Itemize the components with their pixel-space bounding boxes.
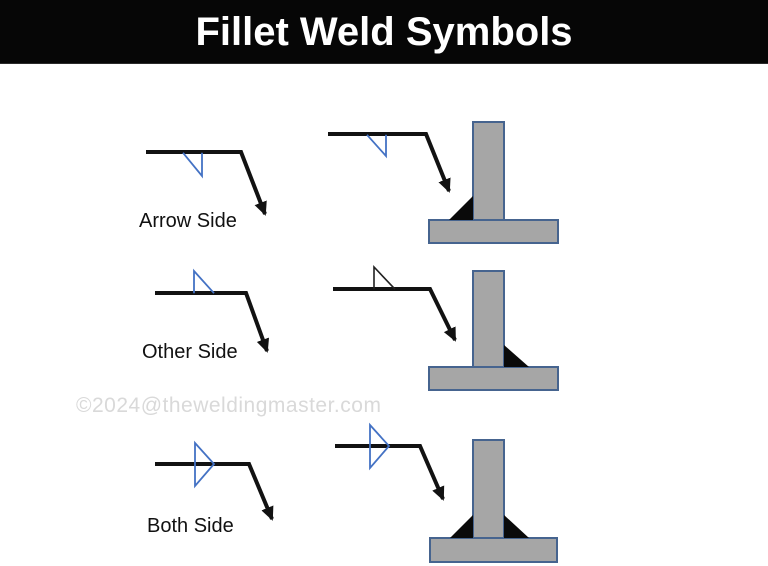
other-side-joint (333, 264, 559, 391)
reference-line-with-arrow (333, 287, 457, 342)
weld-bead-far-side (504, 515, 529, 538)
arrow-side-joint (328, 121, 559, 244)
reference-line-with-arrow (328, 132, 451, 193)
weld-bead-far-side (504, 345, 529, 367)
fillet-triangles-both-sides-icon (194, 440, 216, 489)
base-plate (429, 537, 558, 563)
reference-line-with-arrow (155, 291, 270, 353)
both-side-symbol (155, 440, 274, 521)
fillet-triangles-both-sides-icon (369, 422, 391, 471)
weld-bead-near-side (450, 515, 473, 538)
header-bar: Fillet Weld Symbols (0, 0, 768, 64)
vertical-plate (472, 270, 505, 369)
reference-line-with-arrow (155, 462, 274, 521)
fillet-triangle-above-line-icon (373, 264, 396, 290)
row-label-both-side: Both Side (147, 515, 234, 537)
weld-bead-near-side (449, 196, 473, 220)
arrow-side-symbol (146, 150, 267, 216)
vertical-plate (472, 121, 505, 222)
reference-line-with-arrow (146, 150, 267, 216)
row-label-other-side: Other Side (142, 341, 238, 363)
base-plate (428, 219, 559, 244)
base-plate (428, 366, 559, 391)
fillet-triangle-below-line-icon (182, 152, 203, 179)
other-side-symbol (155, 268, 270, 353)
both-side-joint (335, 422, 558, 563)
fillet-triangle-above-line-icon (193, 268, 215, 294)
watermark: ©2024@theweldingmaster.com (76, 394, 382, 417)
vertical-plate (472, 439, 505, 540)
fillet-triangle-below-line-icon (366, 134, 387, 159)
reference-line-with-arrow (335, 444, 445, 501)
page-title: Fillet Weld Symbols (195, 9, 573, 54)
row-label-arrow-side: Arrow Side (139, 210, 237, 232)
